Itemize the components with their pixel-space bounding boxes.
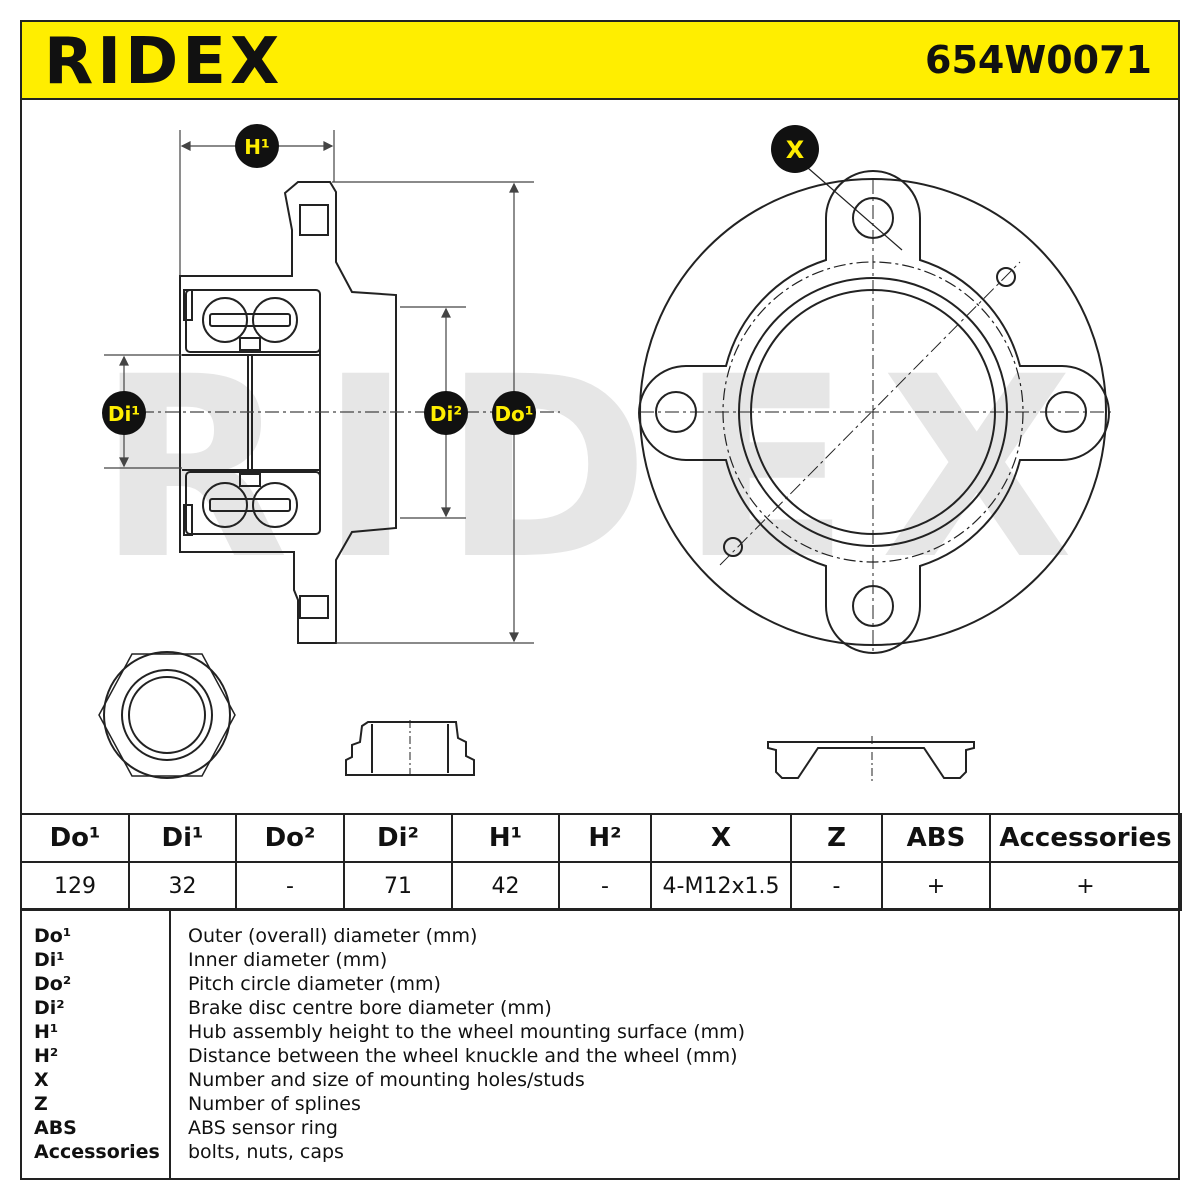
dimension-lines bbox=[104, 130, 560, 644]
legend: Do¹ Di¹ Do² Di² H¹ H² X Z ABS Accessorie… bbox=[20, 908, 1180, 1180]
header-bar: RIDEX 654W0071 bbox=[20, 20, 1180, 100]
label-di1: Di¹ bbox=[108, 402, 140, 426]
spec-header-cell: Accessories bbox=[989, 813, 1182, 863]
spec-value-cell: + bbox=[881, 861, 991, 911]
legend-desc: Brake disc centre bore diameter (mm) bbox=[188, 997, 552, 1019]
spec-value-cell: - bbox=[790, 861, 883, 911]
spec-value-row: 129 32 - 71 42 - 4-M12x1.5 - + + bbox=[20, 861, 1182, 911]
legend-key: X bbox=[34, 1069, 49, 1091]
legend-divider bbox=[169, 910, 171, 1178]
spec-value-cell: 32 bbox=[128, 861, 237, 911]
spec-value-cell: 4-M12x1.5 bbox=[650, 861, 792, 911]
label-x: X bbox=[786, 136, 805, 164]
cap-drawing bbox=[345, 720, 475, 776]
spec-value-cell: - bbox=[235, 861, 345, 911]
spec-value-cell: 129 bbox=[20, 861, 130, 911]
legend-descriptions: Outer (overall) diameter (mm) Inner diam… bbox=[188, 924, 745, 1164]
legend-key: H² bbox=[34, 1045, 59, 1067]
legend-desc: Outer (overall) diameter (mm) bbox=[188, 925, 478, 947]
spec-header-cell: Z bbox=[790, 813, 883, 863]
spec-header-cell: H² bbox=[558, 813, 652, 863]
legend-desc: Hub assembly height to the wheel mountin… bbox=[188, 1021, 746, 1043]
brand-logo: RIDEX bbox=[44, 25, 284, 99]
legend-desc: Distance between the wheel knuckle and t… bbox=[188, 1045, 738, 1067]
legend-key: Di² bbox=[34, 997, 65, 1019]
legend-desc: Pitch circle diameter (mm) bbox=[188, 973, 441, 995]
label-bubble-di1: Di¹ bbox=[102, 391, 146, 435]
label-bubble-x: X bbox=[771, 125, 819, 173]
legend-key: Accessories bbox=[34, 1141, 160, 1163]
hub-front-view bbox=[638, 167, 1112, 654]
spec-header-cell: Do¹ bbox=[20, 813, 130, 863]
legend-key: H¹ bbox=[34, 1021, 59, 1043]
label-di2: Di² bbox=[430, 402, 462, 426]
legend-key: Z bbox=[34, 1093, 48, 1115]
spec-header-cell: ABS bbox=[881, 813, 991, 863]
legend-desc: Inner diameter (mm) bbox=[188, 949, 388, 971]
spec-table: Do¹ Di¹ Do² Di² H¹ H² X Z ABS Accessorie… bbox=[20, 813, 1182, 911]
label-bubble-do1: Do¹ bbox=[492, 391, 536, 435]
spec-header-cell: Di¹ bbox=[128, 813, 237, 863]
spec-header-cell: H¹ bbox=[451, 813, 560, 863]
legend-key: ABS bbox=[34, 1117, 77, 1139]
label-bubble-h1: H¹ bbox=[235, 124, 279, 168]
spec-value-cell: 71 bbox=[343, 861, 453, 911]
label-do1: Do¹ bbox=[494, 402, 533, 426]
legend-keys: Do¹ Di¹ Do² Di² H¹ H² X Z ABS Accessorie… bbox=[34, 924, 160, 1164]
spec-header-cell: Do² bbox=[235, 813, 345, 863]
hex-nut-drawing bbox=[98, 651, 236, 779]
legend-key: Do² bbox=[34, 973, 72, 995]
legend-key: Do¹ bbox=[34, 925, 72, 947]
dust-cap-drawing bbox=[767, 736, 975, 782]
spec-value-cell: - bbox=[558, 861, 652, 911]
legend-desc: Number and size of mounting holes/studs bbox=[188, 1069, 585, 1091]
label-bubble-di2: Di² bbox=[424, 391, 468, 435]
spec-value-cell: 42 bbox=[451, 861, 560, 911]
technical-drawing: RIDEX bbox=[97, 124, 1112, 782]
legend-key: Di¹ bbox=[34, 949, 65, 971]
spec-header-cell: Di² bbox=[343, 813, 453, 863]
spec-header-row: Do¹ Di¹ Do² Di² H¹ H² X Z ABS Accessorie… bbox=[20, 813, 1182, 863]
label-h1: H¹ bbox=[244, 135, 270, 159]
part-number: 654W0071 bbox=[925, 38, 1152, 82]
legend-desc: ABS sensor ring bbox=[188, 1117, 338, 1139]
watermark: RIDEX bbox=[97, 323, 1104, 614]
legend-desc: bolts, nuts, caps bbox=[188, 1141, 344, 1163]
spec-value-cell: + bbox=[989, 861, 1182, 911]
legend-desc: Number of splines bbox=[188, 1093, 361, 1115]
spec-header-cell: X bbox=[650, 813, 792, 863]
